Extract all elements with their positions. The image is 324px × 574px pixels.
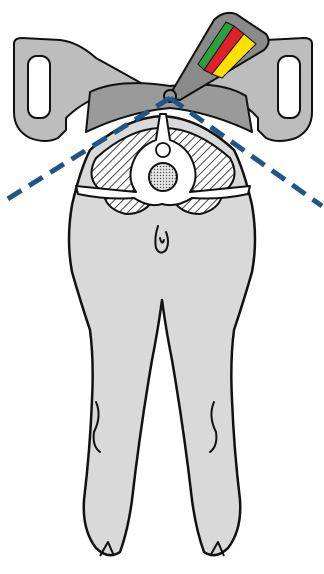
spinal-canal [156, 143, 170, 157]
vertebral-body [149, 163, 177, 191]
harness-right-slot [278, 56, 300, 118]
harness-left-slot [28, 56, 50, 118]
